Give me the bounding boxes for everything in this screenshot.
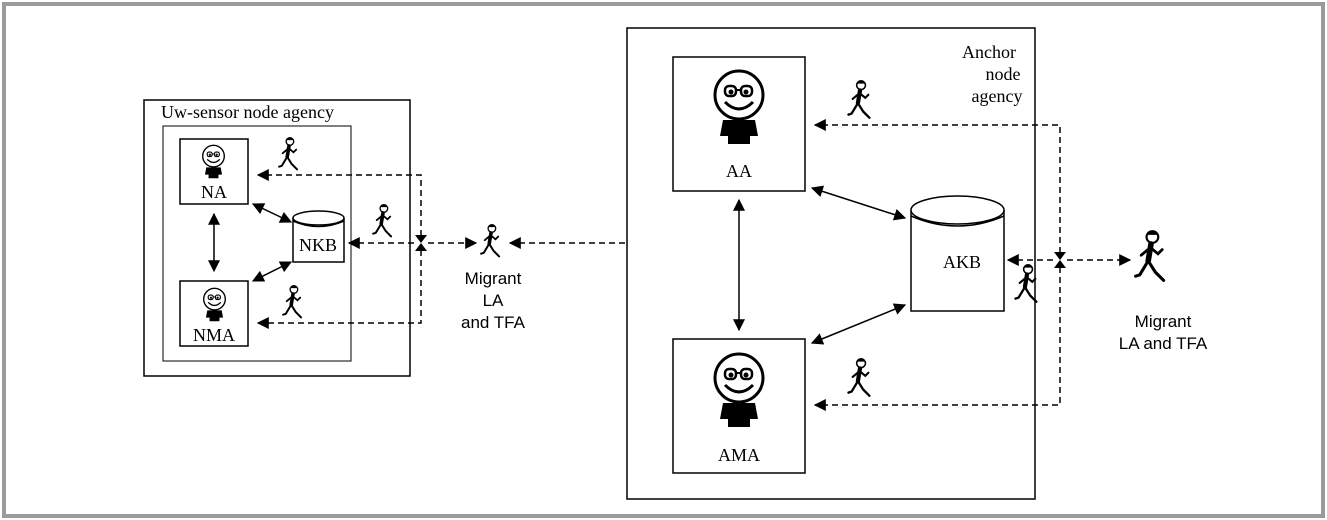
- na-agent-icon: [202, 144, 225, 179]
- anchor-migration-paths: [813, 119, 1132, 411]
- nkb-label: NKB: [299, 235, 337, 255]
- migrant-left-label-3: and TFA: [461, 313, 526, 332]
- walker-icon-nkb: [372, 204, 393, 239]
- migrant-left-label-2: LA: [483, 291, 504, 310]
- akb-database: [910, 195, 1005, 312]
- aa-agent-icon: [713, 69, 765, 146]
- walker-icon-nma: [282, 285, 303, 320]
- uw-junction-icon: [415, 235, 427, 251]
- aa-akb-arrow: [810, 185, 907, 221]
- walker-icon-migrant-right: [1136, 231, 1164, 280]
- aa-label: AA: [726, 161, 752, 181]
- migrant-left-label-1: Migrant: [465, 269, 522, 288]
- walker-icon-akb: [1015, 265, 1036, 302]
- nma-agent-icon: [203, 287, 226, 322]
- nma-label: NMA: [193, 325, 235, 345]
- ama-agent-icon: [713, 352, 765, 429]
- na-label: NA: [201, 182, 227, 202]
- walker-icon-aa: [848, 81, 869, 118]
- walker-icon-ama: [848, 359, 869, 396]
- na-nkb-arrow: [251, 203, 293, 223]
- uw-agency-outer-box: [143, 99, 411, 377]
- walker-icon-migrant-left: [480, 224, 501, 259]
- anchor-agency-box: [626, 27, 1036, 500]
- nkb-database: [292, 210, 345, 263]
- anchor-agency-label-3: agency: [972, 86, 1023, 106]
- akb-label: AKB: [943, 252, 981, 272]
- walker-icon-na: [278, 137, 299, 172]
- uw-agency-label: Uw-sensor node agency: [161, 102, 334, 122]
- anchor-agency-label-1: Anchor: [962, 42, 1016, 62]
- ama-label: AMA: [718, 445, 760, 465]
- anchor-junction-icon: [1054, 252, 1066, 268]
- uw-migration-paths: [256, 169, 478, 329]
- anchor-agency-label-2: node: [986, 64, 1021, 84]
- ama-akb-arrow: [810, 303, 907, 345]
- migrant-right-label-1: Migrant: [1135, 312, 1192, 331]
- nma-nkb-arrow: [251, 261, 293, 282]
- migrant-right-label-2: LA and TFA: [1119, 334, 1208, 353]
